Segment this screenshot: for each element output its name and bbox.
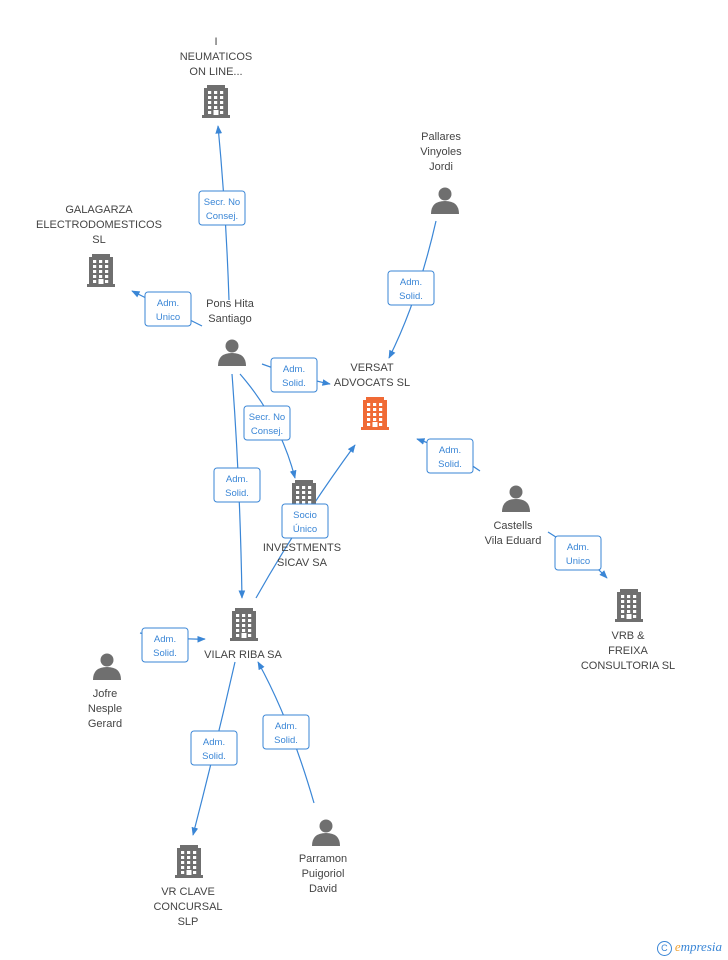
person-icon xyxy=(312,819,340,846)
node-label: VERSAT xyxy=(350,362,393,374)
edge-label-text: Solid. xyxy=(225,488,249,499)
person-icon xyxy=(502,485,530,512)
nodes-layer: I NEUMATICOS ON LINE... GALAGARZA ELECTRODOM… xyxy=(36,36,675,928)
building-icon xyxy=(230,608,258,641)
building-icon xyxy=(87,254,115,287)
node-label: I xyxy=(214,36,217,48)
edge-label-text: Adm. xyxy=(154,634,176,645)
node-vrb[interactable]: VRB & FREIXA CONSULTORIA SL xyxy=(581,589,675,672)
edge-label-text: Adm. xyxy=(226,474,248,485)
brand-e: e xyxy=(674,939,681,955)
edge-label-text: Unico xyxy=(156,312,180,323)
node-label: Parramon xyxy=(299,853,347,865)
edge-label-text: Único xyxy=(293,524,317,535)
edge-label-text: Solid. xyxy=(282,378,306,389)
edge-label-text: Solid. xyxy=(438,459,462,470)
person-icon xyxy=(218,339,246,366)
copyright-icon: C xyxy=(656,941,672,956)
edge-label-pons-versat[interactable]: Adm. Solid. xyxy=(270,357,318,393)
person-icon xyxy=(431,187,459,214)
brand-name: mpresia xyxy=(680,939,722,955)
node-vilar[interactable]: VILAR RIBA SA xyxy=(204,608,282,661)
node-label: Gerard xyxy=(88,718,122,730)
edge-label-castells-versat[interactable]: Adm. Solid. xyxy=(426,438,474,474)
building-icon xyxy=(361,397,389,430)
edge-label-text: Adm. xyxy=(157,298,179,309)
node-label: Jordi xyxy=(429,161,453,173)
edge-label-text: Adm. xyxy=(400,277,422,288)
node-label: SLP xyxy=(178,916,199,928)
node-label: INVESTMENTS xyxy=(263,542,341,554)
edge-label-text: Solid. xyxy=(202,751,226,762)
edge-label-text: Solid. xyxy=(399,291,423,302)
building-icon xyxy=(202,85,230,118)
node-label: Pallares xyxy=(421,131,461,143)
node-vrclave[interactable]: VR CLAVE CONCURSAL SLP xyxy=(153,845,223,928)
edge-label-parramon-vilar[interactable]: Adm. Solid. xyxy=(262,714,310,750)
node-label: FREIXA xyxy=(608,645,648,657)
edge-label-text: Adm. xyxy=(275,721,297,732)
edge-label-text: Adm. xyxy=(439,445,461,456)
edge-label-vilar-vrclave[interactable]: Adm. Solid. xyxy=(190,730,238,766)
node-label: Pons Hita xyxy=(206,298,255,310)
edge-label-text: Consej. xyxy=(206,211,238,222)
node-label: VRB & xyxy=(611,630,645,642)
node-label: CONSULTORIA SL xyxy=(581,660,675,672)
edge-label-text: Adm. xyxy=(203,737,225,748)
node-label: ELECTRODOMESTICOS xyxy=(36,219,162,231)
building-icon xyxy=(175,845,203,878)
edge-label-text: Socio xyxy=(293,510,317,521)
edges-layer xyxy=(131,125,608,836)
edge-label-text: Solid. xyxy=(153,648,177,659)
node-label: ADVOCATS SL xyxy=(334,377,410,389)
building-icon xyxy=(615,589,643,622)
edge-label-pons-vilar[interactable]: Adm. Solid. xyxy=(213,467,261,503)
node-label: SICAV SA xyxy=(277,557,328,569)
edge-label-text: Consej. xyxy=(251,426,283,437)
edge-label-pallares-versat[interactable]: Adm. Solid. xyxy=(387,270,435,306)
node-label: ON LINE... xyxy=(189,66,242,78)
node-label: Santiago xyxy=(208,313,251,325)
node-label: CONCURSAL xyxy=(153,901,222,913)
node-label: NEUMATICOS xyxy=(180,51,253,63)
node-label: Nesple xyxy=(88,703,122,715)
edge-label-text: Unico xyxy=(566,556,590,567)
node-label: VR CLAVE xyxy=(161,886,215,898)
edge-label-text: Solid. xyxy=(274,735,298,746)
node-label: Vila Eduard xyxy=(485,535,542,547)
node-label: David xyxy=(309,883,337,895)
node-label: VILAR RIBA SA xyxy=(204,649,282,661)
node-versat[interactable]: VERSAT ADVOCATS SL xyxy=(334,362,410,430)
person-icon xyxy=(93,653,121,680)
node-label: Puigoriol xyxy=(302,868,345,880)
node-label: Jofre xyxy=(93,688,117,700)
edge-label-text: Adm. xyxy=(567,542,589,553)
edge-label-pons-galagarza[interactable]: Adm. Unico xyxy=(144,291,192,327)
edge-labels-layer: Secr. NoConsej.Adm.UnicoAdm.Solid.Adm.So… xyxy=(141,190,602,766)
node-label: Vinyoles xyxy=(420,146,462,158)
edge-label-jofre-vilar[interactable]: Adm. Solid. xyxy=(141,627,189,663)
edge-label-pons-neumaticos[interactable]: Secr. No Consej. xyxy=(198,190,246,226)
edge-label-castells-vrb[interactable]: Adm. Unico xyxy=(554,535,602,571)
edge-label-text: Secr. No xyxy=(204,197,240,208)
node-label: Castells xyxy=(493,520,533,532)
node-label: SL xyxy=(92,234,105,246)
edge-label-text: Adm. xyxy=(283,364,305,375)
edge-label-pons-investments[interactable]: Secr. No Consej. xyxy=(243,405,291,441)
edge-label-text: Secr. No xyxy=(249,412,285,423)
node-neumaticos[interactable]: I NEUMATICOS ON LINE... xyxy=(180,36,253,118)
node-label: GALAGARZA xyxy=(65,204,133,216)
node-galagarza[interactable]: GALAGARZA ELECTRODOMESTICOS SL xyxy=(36,204,162,287)
